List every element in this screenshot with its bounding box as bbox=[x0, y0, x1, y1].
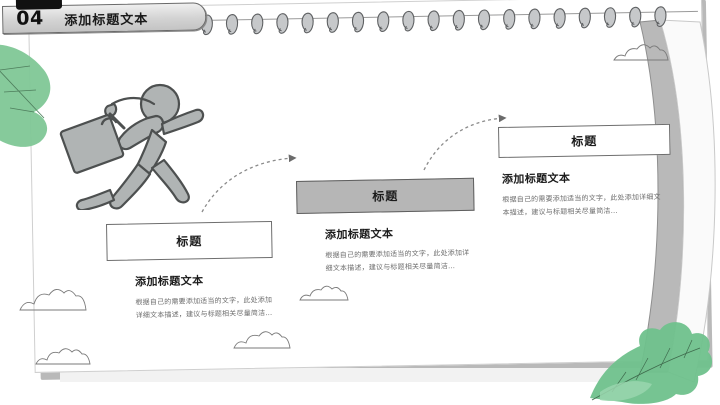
card-1-subtitle: 添加标题文本 bbox=[134, 274, 204, 289]
spiral-ring-icon bbox=[629, 6, 642, 28]
content-card-2[interactable]: 标题 添加标题文本 根据自己的需要添加适当的文字，此处添加详细文本描述，建议与标… bbox=[296, 177, 476, 276]
spiral-ring-icon bbox=[301, 12, 314, 34]
running-businessman-icon bbox=[59, 83, 205, 210]
card-1-body: 根据自己的需要添加适当的文字，此处添加详细文本描述，建议与标题相关尽量简洁… bbox=[135, 295, 273, 320]
spiral-ring-icon bbox=[503, 9, 516, 30]
spiral-binding bbox=[0, 0, 720, 46]
slide-header: 04 添加标题文本 bbox=[2, 0, 207, 34]
spiral-ring-icon bbox=[578, 7, 591, 29]
card-3-title: 标题 bbox=[498, 123, 671, 158]
card-2-subtitle: 添加标题文本 bbox=[324, 227, 394, 242]
spiral-ring-icon bbox=[452, 9, 465, 31]
content-card-3[interactable]: 标题 添加标题文本 根据自己的需要添加适当的文字，此处添加详细文本描述，建议与标… bbox=[498, 123, 672, 220]
spiral-ring-icon bbox=[553, 8, 566, 29]
spiral-ring-icon bbox=[326, 12, 339, 33]
spiral-ring-icon bbox=[251, 13, 264, 35]
spiral-ring-icon bbox=[654, 6, 667, 27]
card-2-title: 标题 bbox=[296, 177, 475, 214]
spiral-ring-icon bbox=[402, 10, 415, 32]
spiral-ring-icon bbox=[427, 10, 440, 31]
spiral-ring-icon bbox=[603, 7, 617, 28]
card-2-body: 根据自己的需要添加适当的文字，此处添加详细文本描述，建议与标题相关尽量简洁… bbox=[325, 248, 470, 273]
spiral-ring-icon bbox=[528, 8, 541, 30]
content-card-1[interactable]: 标题 添加标题文本 根据自己的需要添加适当的文字，此处添加详细文本描述，建议与标… bbox=[106, 220, 274, 323]
card-3-body: 根据自己的需要添加适当的文字，此处添加详细文本描述，建议与标题相关尽量简洁… bbox=[502, 193, 661, 217]
page-bottom-strip bbox=[60, 368, 660, 382]
spiral-ring-icon bbox=[377, 11, 390, 32]
slide-number: 04 bbox=[16, 7, 44, 30]
spiral-ring-icon bbox=[225, 13, 239, 35]
spiral-ring-icon bbox=[351, 11, 365, 33]
card-3-subtitle: 添加标题文本 bbox=[501, 171, 571, 186]
spiral-ring-icon bbox=[276, 13, 289, 34]
spiral-ring-icon bbox=[477, 9, 491, 31]
card-1-title: 标题 bbox=[106, 220, 273, 261]
leaf-icon-bottom-right-small bbox=[600, 381, 652, 402]
page-title: 添加标题文本 bbox=[64, 12, 149, 29]
